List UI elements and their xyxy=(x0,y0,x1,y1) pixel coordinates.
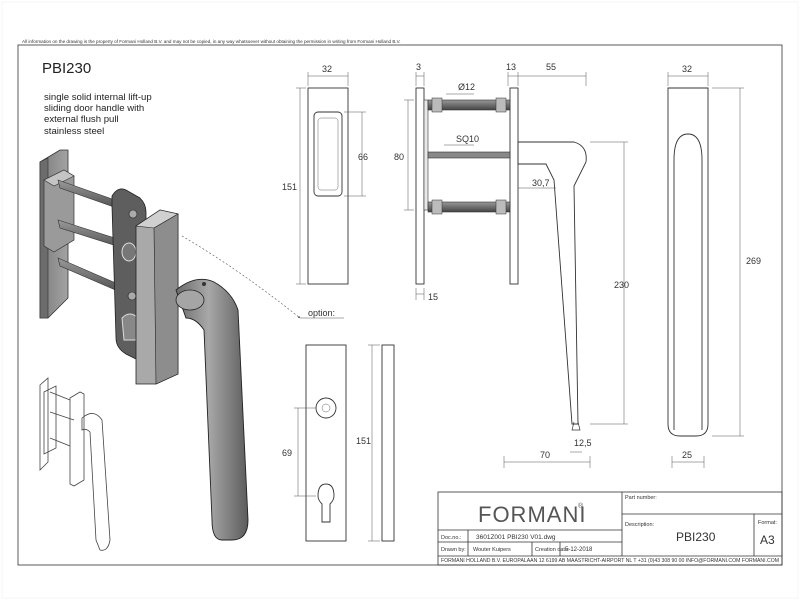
dim-side-80: 80 xyxy=(394,152,404,162)
part-number-label: Part number: xyxy=(625,495,657,501)
dim-square: SQ10 xyxy=(456,134,479,144)
creation-date-label: Creation date: xyxy=(535,547,570,553)
format-label: Format: xyxy=(758,520,777,526)
front-handle-view xyxy=(667,72,744,468)
dim-recess-height: 66 xyxy=(358,152,368,162)
dim-handle-70: 70 xyxy=(540,450,550,460)
description-label: Description: xyxy=(625,522,655,528)
dim-flush-width: 32 xyxy=(322,64,332,74)
drawn-by-label: Drawn by: xyxy=(441,547,466,553)
brand-logo: FORMANI xyxy=(478,502,586,527)
description-value: PBI230 xyxy=(676,530,716,544)
dim-side-55: 55 xyxy=(546,62,556,72)
product-description: single solid internal lift-up sliding do… xyxy=(44,92,152,137)
dim-front-25: 25 xyxy=(682,450,692,460)
dim-option-151: 151 xyxy=(356,436,371,446)
dim-side-3: 3 xyxy=(416,62,421,72)
doc-no-label: Doc.no.: xyxy=(441,535,462,541)
dim-diameter: Ø12 xyxy=(458,82,475,92)
footer-address: FORMANI HOLLAND B.V. EUROPALAAN 12 6199 … xyxy=(441,558,779,564)
dim-front-32: 32 xyxy=(682,64,692,74)
option-label: option: xyxy=(308,308,335,318)
disclaimer-text: All information on the drawing is the pr… xyxy=(22,39,401,44)
option-plate-view xyxy=(294,344,395,542)
title-block-text: FORMANI ® Part number: Description: PBI2… xyxy=(441,495,779,564)
dim-flush-height: 151 xyxy=(282,182,297,192)
description-line: stainless steel xyxy=(44,125,105,137)
doc-no-value: 3601Z001 PBI230 V01.dwg xyxy=(476,534,556,541)
isometric-render xyxy=(39,149,249,541)
dim-side-15: 15 xyxy=(428,292,438,302)
sheet-border xyxy=(17,44,783,566)
side-section-view xyxy=(404,72,628,468)
dim-handle-230: 230 xyxy=(614,280,629,290)
dimension-labels: 32 151 66 80 3 15 Ø12 SQ10 13 55 30,7 23… xyxy=(282,62,761,460)
dim-front-269: 269 xyxy=(746,256,761,266)
registered-mark: ® xyxy=(578,502,584,510)
dim-option-69: 69 xyxy=(282,448,292,458)
flush-pull-view xyxy=(296,72,366,285)
creation-date-value: 5-12-2018 xyxy=(565,547,593,553)
dim-handle-12-5: 12,5 xyxy=(574,438,592,448)
dim-side-30-7: 30,7 xyxy=(532,178,550,188)
description-line: sliding door handle with xyxy=(44,103,145,115)
description-line: single solid internal lift-up xyxy=(44,92,152,103)
description-line: external flush pull xyxy=(44,114,119,126)
model-title: PBI230 xyxy=(42,60,92,77)
title-block xyxy=(437,491,783,566)
format-value: A3 xyxy=(760,533,775,547)
dim-side-13: 13 xyxy=(506,62,516,72)
drawn-by-value: Wouter Kuipers xyxy=(473,547,511,553)
isometric-outline xyxy=(39,377,111,551)
